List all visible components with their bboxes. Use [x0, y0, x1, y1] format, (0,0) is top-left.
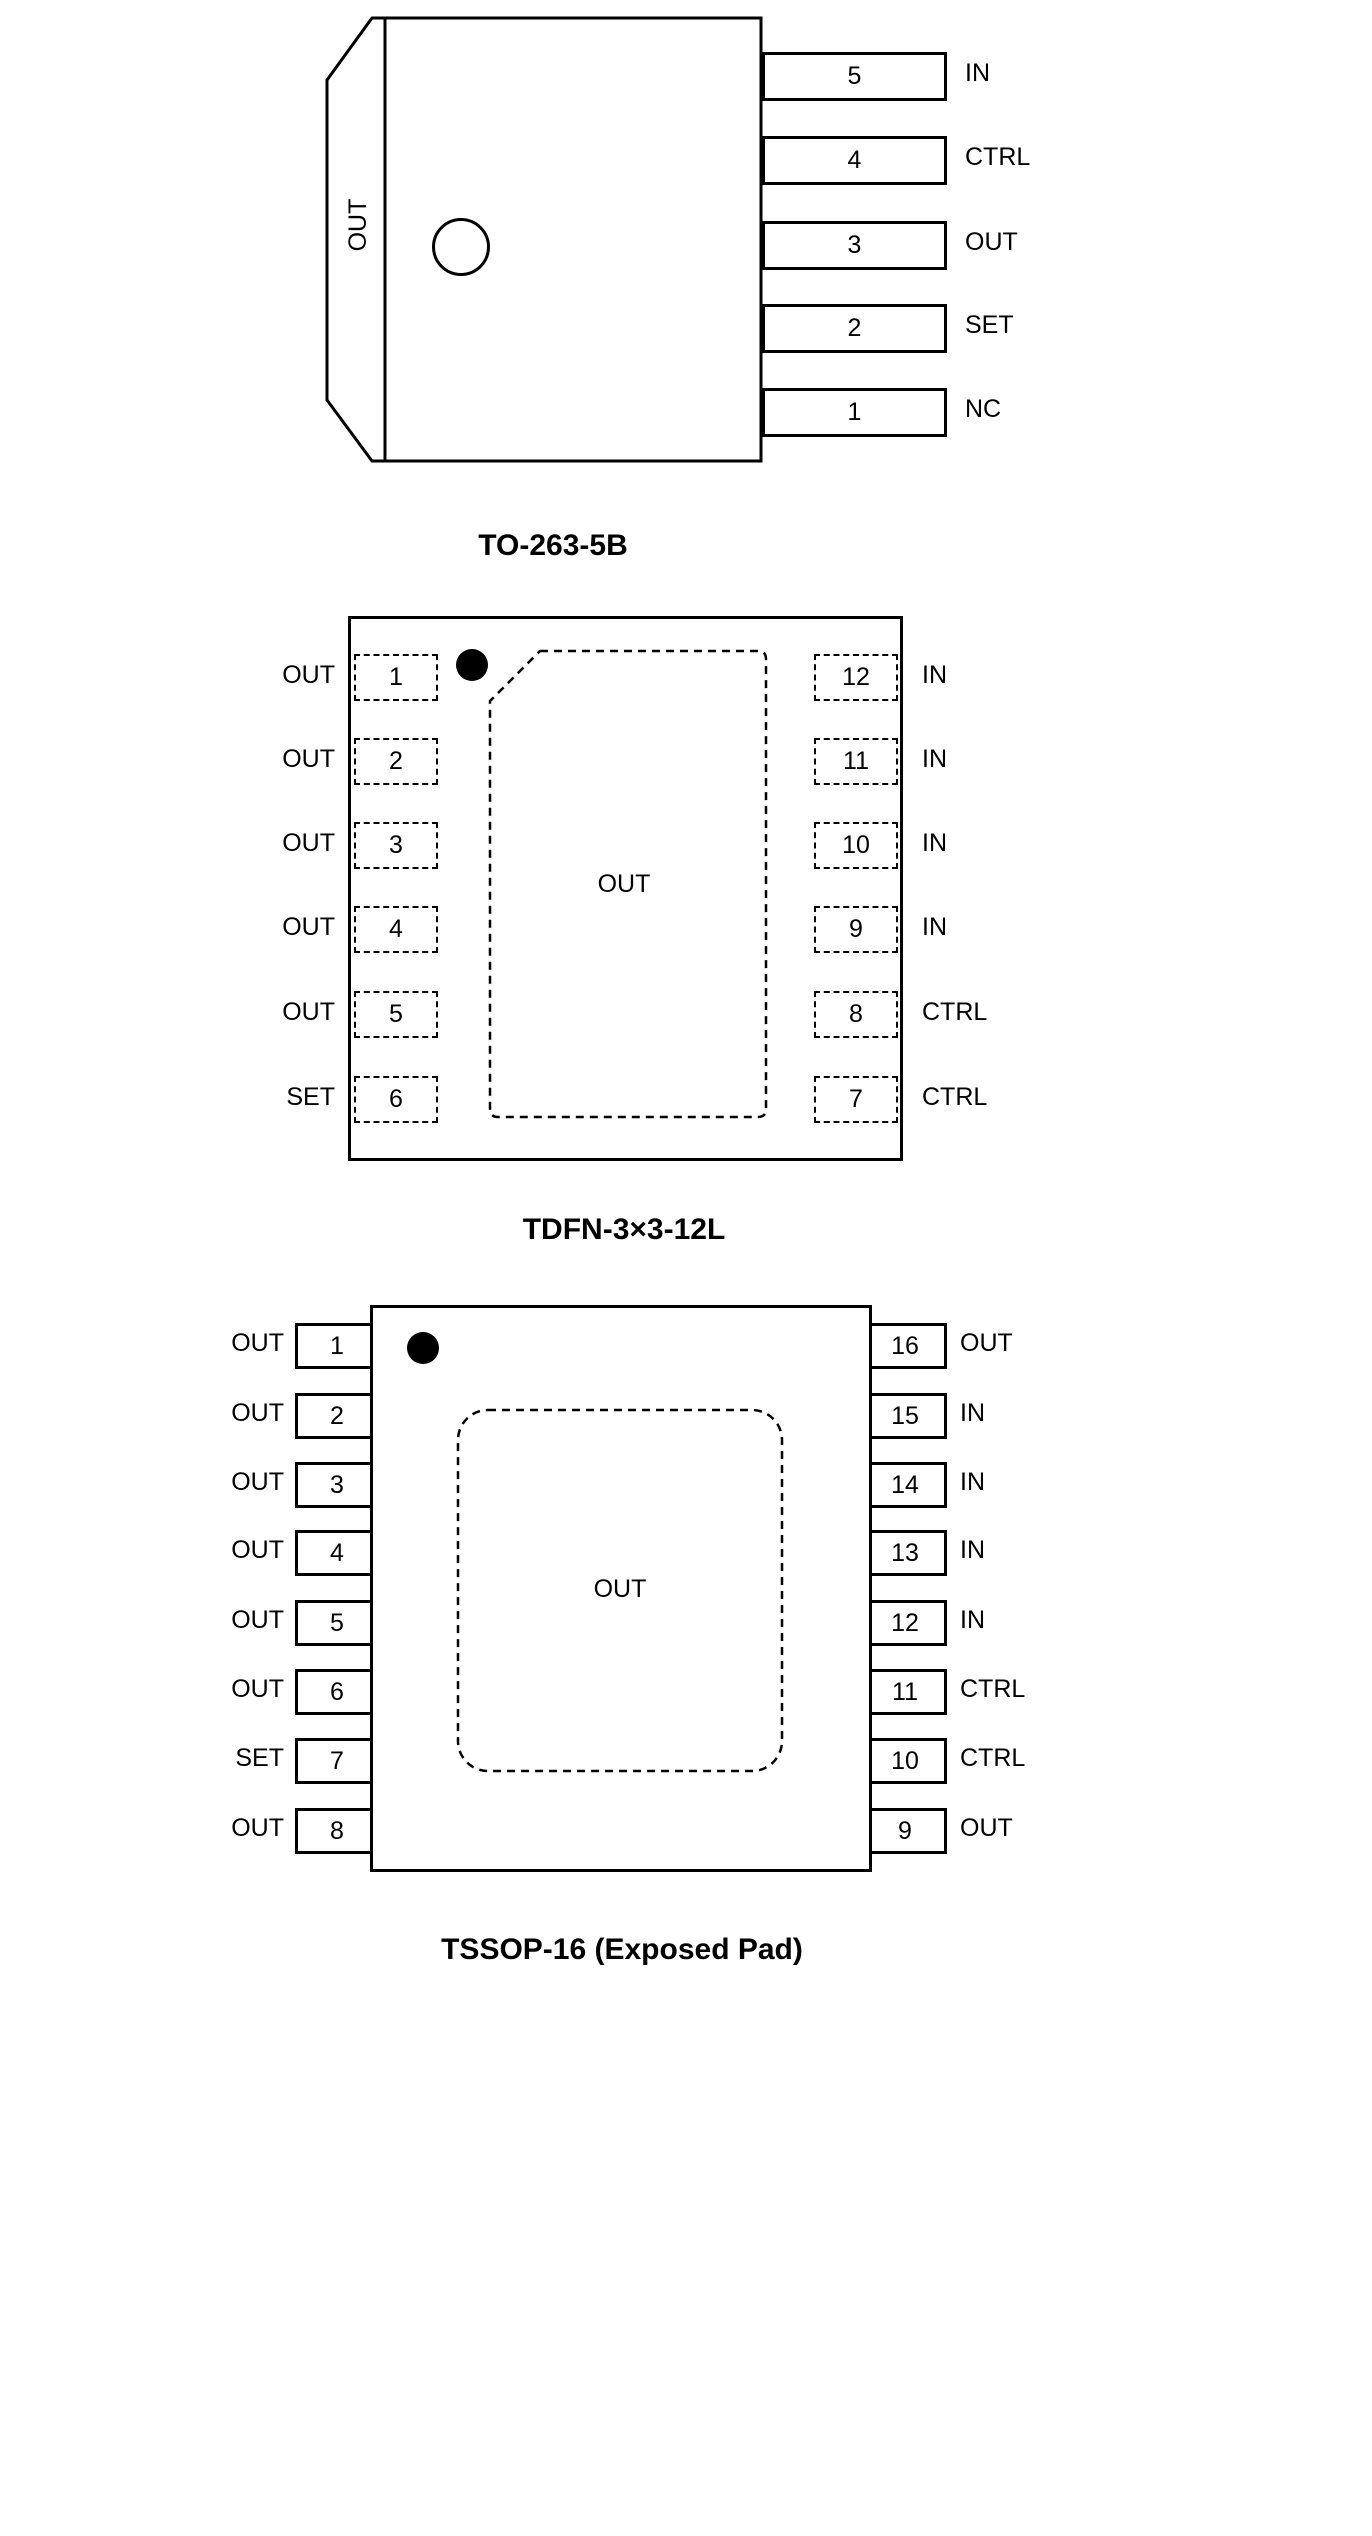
tdfn-pin-9-label: IN: [922, 913, 947, 941]
tdfn-pin-1-label: OUT: [282, 661, 335, 689]
to263-pin-5: 5: [762, 52, 947, 101]
tssop-pin-14-label: IN: [960, 1467, 985, 1496]
tdfn-pin-1: 1: [354, 654, 438, 701]
tssop-pin-16-label: OUT: [960, 1328, 1013, 1357]
tssop-pin-7: 7: [295, 1738, 379, 1784]
tdfn-pin-8-label: CTRL: [922, 998, 988, 1026]
tssop-pin-2-label: OUT: [231, 1398, 284, 1427]
tdfn-pin-7: 7: [814, 1076, 898, 1123]
tdfn-pin-11-label: IN: [922, 745, 947, 773]
to263-pin-1: 1: [762, 388, 947, 437]
tssop-pin-11-label: CTRL: [960, 1674, 1026, 1703]
tssop-pin-4: 4: [295, 1530, 379, 1576]
tdfn-pin-10-label: IN: [922, 829, 947, 857]
tssop-pin-15: 15: [863, 1393, 947, 1439]
tssop-pin-2: 2: [295, 1393, 379, 1439]
tdfn-pin-12: 12: [814, 654, 898, 701]
tdfn-pin-7-label: CTRL: [922, 1083, 988, 1111]
to263-pin-2: 2: [762, 304, 947, 353]
tdfn-pin1-indicator-dot: [456, 649, 488, 681]
tssop-pin-8: 8: [295, 1808, 379, 1854]
caption-tssop: TSSOP-16 (Exposed Pad): [441, 1933, 803, 1966]
tdfn-pin-6: 6: [354, 1076, 438, 1123]
tssop-pin-6-label: OUT: [231, 1674, 284, 1703]
tdfn-pin-11: 11: [814, 738, 898, 785]
tdfn-exposed-pad-shape: [488, 649, 768, 1119]
tssop-pin-16: 16: [863, 1323, 947, 1369]
tssop-pin-9-label: OUT: [960, 1813, 1013, 1842]
tssop-pin1-indicator-dot: [407, 1332, 439, 1364]
tdfn-pin-2: 2: [354, 738, 438, 785]
tdfn-pad-label: OUT: [597, 870, 651, 898]
tssop-exposed-pad-outline: [456, 1408, 784, 1773]
to263-body-outline: [325, 16, 763, 463]
tdfn-body: [348, 616, 903, 1161]
tssop-pin-8-label: OUT: [231, 1813, 284, 1842]
tssop-pin-15-label: IN: [960, 1398, 985, 1427]
tdfn-exposed-pad-outline: [488, 649, 768, 1119]
to263-pin-4-label: CTRL: [965, 143, 1031, 171]
tssop-pin-3-label: OUT: [231, 1467, 284, 1496]
tdfn-pin-8: 8: [814, 991, 898, 1038]
tssop-pin-5-label: OUT: [231, 1605, 284, 1634]
to263-pin-4: 4: [762, 136, 947, 185]
tdfn-pin-6-label: SET: [286, 1083, 335, 1111]
tssop-pin-14: 14: [863, 1462, 947, 1508]
tdfn-pin-10: 10: [814, 822, 898, 869]
tssop-pin-1-label: OUT: [231, 1328, 284, 1357]
tssop-pin-5: 5: [295, 1600, 379, 1646]
tssop-pin-7-label: SET: [235, 1743, 284, 1772]
to263-pin-3-label: OUT: [965, 228, 1018, 256]
tssop-pin-6: 6: [295, 1669, 379, 1715]
caption-to263: TO-263-5B: [478, 529, 628, 562]
to263-pin-3: 3: [762, 221, 947, 270]
to263-tab-body-shape: [325, 16, 763, 463]
to263-pin-5-label: IN: [965, 59, 990, 87]
tdfn-pin-9: 9: [814, 906, 898, 953]
tdfn-pin-3-label: OUT: [282, 829, 335, 857]
tdfn-pin-12-label: IN: [922, 661, 947, 689]
tssop-pin-3: 3: [295, 1462, 379, 1508]
tdfn-pin-4-label: OUT: [282, 913, 335, 941]
tdfn-pin-2-label: OUT: [282, 745, 335, 773]
tssop-pin-11: 11: [863, 1669, 947, 1715]
tssop-pin-4-label: OUT: [231, 1535, 284, 1564]
tssop-pin-10-label: CTRL: [960, 1743, 1026, 1772]
to263-tab-label: OUT: [343, 198, 372, 252]
tdfn-pin-4: 4: [354, 906, 438, 953]
to263-pin-2-label: SET: [965, 311, 1014, 339]
tdfn-pin-3: 3: [354, 822, 438, 869]
tdfn-pin-5: 5: [354, 991, 438, 1038]
to263-mounting-hole: [432, 218, 490, 276]
tssop-exposed-pad-shape: [456, 1408, 784, 1773]
tssop-pin-10: 10: [863, 1738, 947, 1784]
tssop-pin-12-label: IN: [960, 1605, 985, 1634]
tssop-pin-1: 1: [295, 1323, 379, 1369]
tssop-pin-9: 9: [863, 1808, 947, 1854]
tssop-pin-12: 12: [863, 1600, 947, 1646]
tssop-body: [370, 1305, 872, 1872]
to263-pin-1-label: NC: [965, 395, 1002, 423]
tssop-pad-label: OUT: [593, 1575, 647, 1603]
tssop-pin-13-label: IN: [960, 1535, 985, 1564]
tssop-pin-13: 13: [863, 1530, 947, 1576]
caption-tdfn: TDFN-3×3-12L: [522, 1213, 726, 1246]
tdfn-pin-5-label: OUT: [282, 998, 335, 1026]
